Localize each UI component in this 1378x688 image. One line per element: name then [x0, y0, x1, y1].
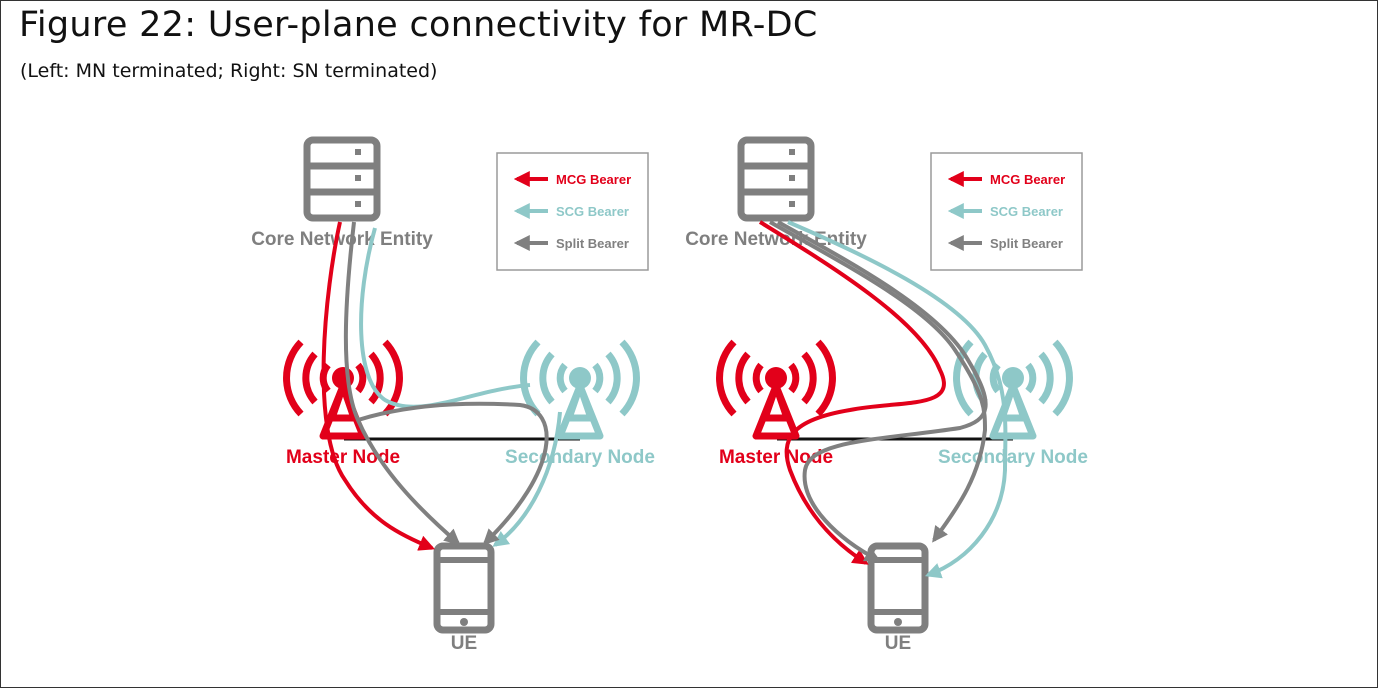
secondary-node-label: Secondary Node: [938, 447, 1088, 468]
core-network-server-icon: [307, 140, 377, 218]
legend-mcg-label: MCG Bearer: [556, 172, 631, 187]
mcg-bearer-path: [321, 221, 435, 551]
ue-phone-icon: [871, 546, 925, 630]
split-bearer-direct-path: [769, 220, 988, 543]
mcg-bearer-path: [758, 220, 946, 565]
legend-mcg-label: MCG Bearer: [990, 172, 1065, 187]
split-bearer-via-mn-path: [777, 220, 988, 562]
master-node-antenna-icon: [720, 342, 833, 436]
secondary-node-antenna-icon: [524, 342, 637, 436]
core-network-server-icon: [741, 140, 811, 218]
legend-scg-label: SCG Bearer: [556, 204, 629, 219]
legend-scg-label: SCG Bearer: [990, 204, 1063, 219]
legend-split-label: Split Bearer: [556, 236, 629, 251]
ue-phone-icon: [437, 546, 491, 630]
figure-title: Figure 22: User-plane connectivity for M…: [19, 5, 818, 45]
ue-label: UE: [451, 633, 477, 654]
master-node-label: Master Node: [719, 447, 833, 468]
figure-subtitle: (Left: MN terminated; Right: SN terminat…: [20, 60, 438, 82]
legend-split-label: Split Bearer: [990, 236, 1063, 251]
scg-bearer-core-to-sn-path: [359, 227, 531, 409]
master-node-antenna-icon: [287, 342, 400, 436]
legend-box-right: MCG Bearer SCG Bearer Split Bearer: [930, 152, 1083, 271]
split-bearer-via-sn-path: [357, 401, 549, 546]
secondary-node-label: Secondary Node: [505, 447, 655, 468]
scg-bearer-path: [787, 220, 1008, 579]
panel-sn-terminated: MCG Bearer SCG Bearer Split Bearer Core …: [685, 140, 1088, 654]
split-bearer-direct-path: [343, 221, 461, 546]
master-node-label: Master Node: [286, 447, 400, 468]
scg-bearer-sn-to-ue-path: [492, 411, 562, 547]
panel-mn-terminated: MCG Bearer SCG Bearer Split Bearer Core …: [251, 140, 655, 654]
ue-label: UE: [885, 633, 911, 654]
core-network-label: Core Network Entity: [251, 229, 433, 250]
legend-box-left: MCG Bearer SCG Bearer Split Bearer: [496, 152, 649, 271]
